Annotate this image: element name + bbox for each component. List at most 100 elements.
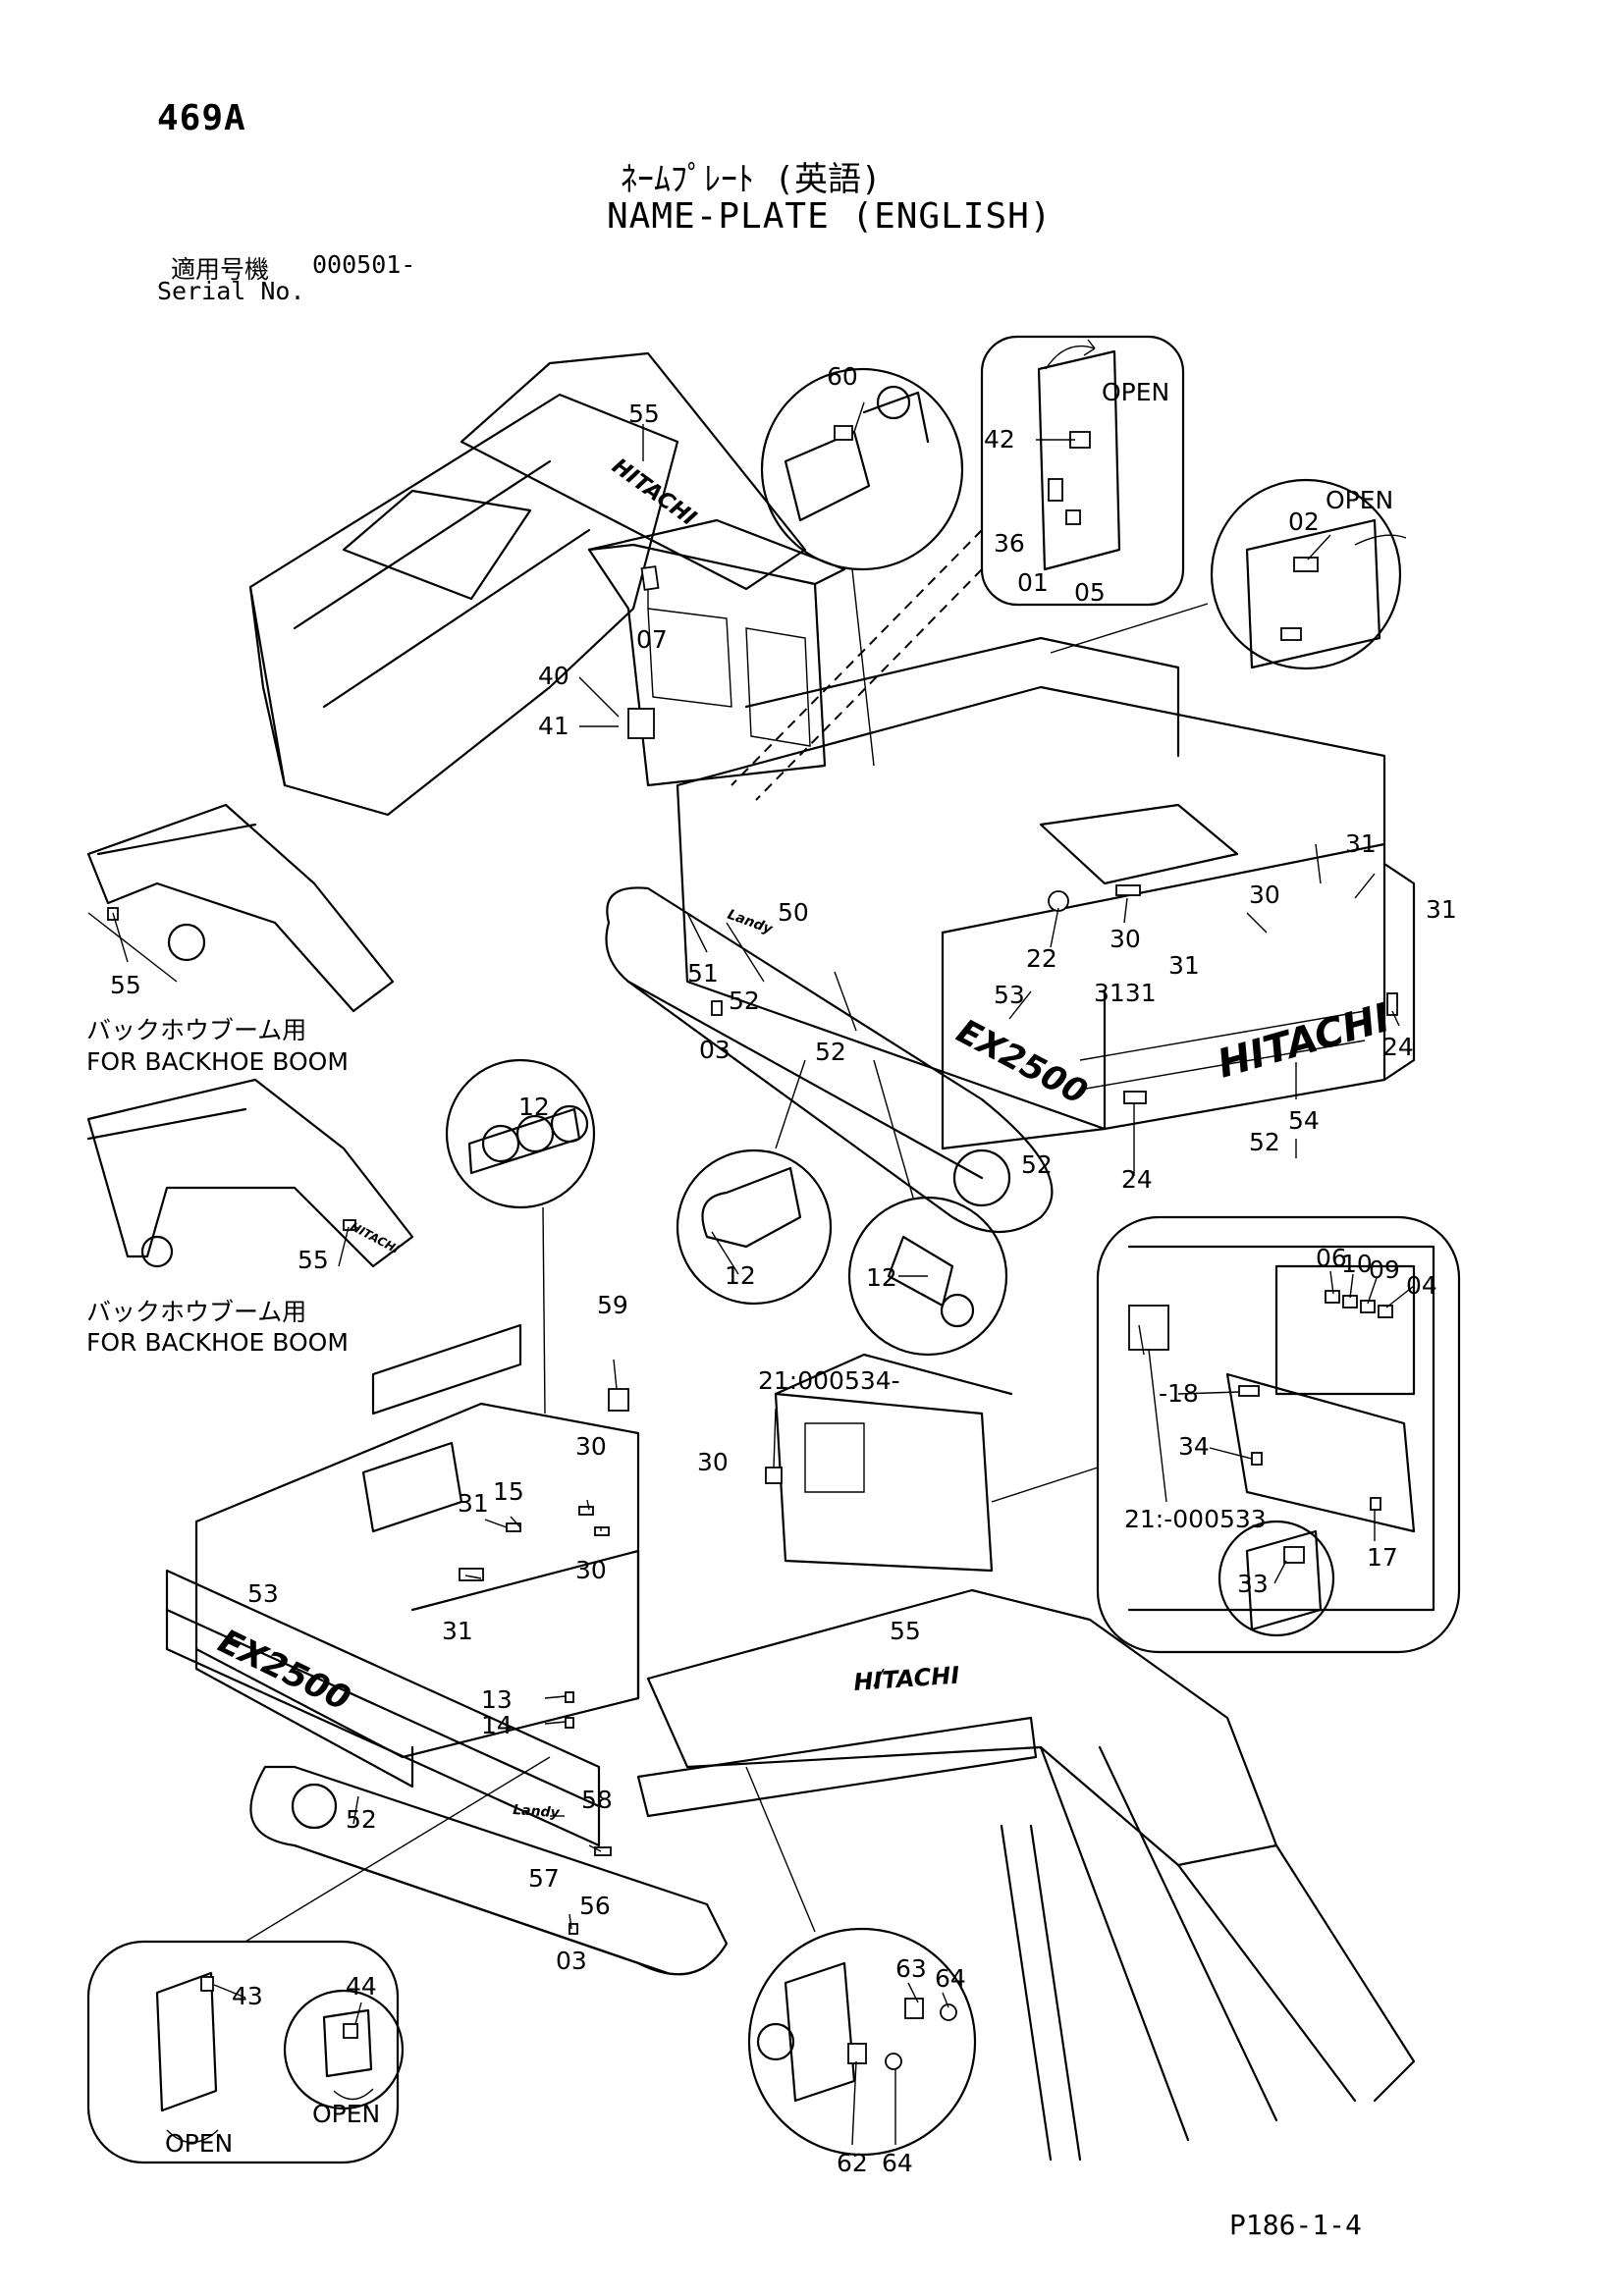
- hitachi-mark-boom-front: HITACHI: [852, 1662, 960, 1696]
- callout-52-front: 52: [346, 1805, 377, 1834]
- detail-cab-interior: [991, 1215, 1461, 1654]
- hitachi-mark-boom: HITACHI: [607, 454, 700, 531]
- callout-13: 13: [481, 1685, 513, 1714]
- callout-06: 06: [1316, 1244, 1347, 1272]
- callout-50: 50: [778, 898, 809, 927]
- callout-30-front-a: 30: [575, 1432, 607, 1461]
- title-english: NAME-PLATE (ENGLISH): [607, 196, 1053, 237]
- callout-36: 36: [994, 529, 1025, 558]
- hitachi-mark-boom-small: HITACHI: [349, 1219, 403, 1256]
- callout-12-b: 12: [725, 1261, 756, 1290]
- serial-label-english: Serial No.: [157, 277, 305, 305]
- title-japanese: ﾈｰﾑﾌﾟﾚｰﾄ (英語): [621, 160, 882, 199]
- callout-24-rear-b: 24: [1121, 1165, 1153, 1194]
- callout-leaders: [112, 401, 1415, 2146]
- detail-lamp-12b: [847, 1059, 1008, 1357]
- callout-40: 40: [538, 662, 569, 690]
- callout-58: 58: [581, 1786, 613, 1814]
- serial-to-label: 21:-000533: [1124, 1505, 1267, 1533]
- backhoe-note-ja-1: バックホウブーム用: [86, 1016, 306, 1044]
- callout-62: 62: [837, 2149, 868, 2177]
- lower-excavator-drawing: EX2500 HITACHI HITACHI Landy: [165, 1219, 1416, 2162]
- callout-55: 55: [628, 400, 660, 428]
- hitachi-mark-counterweight: HITACHI: [1213, 995, 1395, 1088]
- backhoe-note-en-1: FOR BACKHOE BOOM: [86, 1047, 349, 1076]
- callout-55-boom-lower: 55: [298, 1246, 329, 1274]
- model-mark-front: EX2500: [212, 1622, 356, 1719]
- detail-step-60: [760, 367, 964, 767]
- callout-03-rear: 03: [699, 1036, 731, 1064]
- callout-15: 15: [493, 1477, 524, 1506]
- landy-mark-front: Landy: [513, 1802, 561, 1821]
- callout-64-b: 64: [882, 2149, 913, 2177]
- callout-52-rear-d: 52: [1021, 1150, 1053, 1179]
- callout-56: 56: [579, 1892, 611, 1920]
- callout-3131: 3131: [1094, 979, 1157, 1007]
- callout-24-rear-a: 24: [1382, 1033, 1414, 1061]
- serial-label-japanese: 適用号機: [171, 255, 270, 284]
- serial-from-label: 21:000534-: [758, 1366, 900, 1395]
- callout-51: 51: [687, 959, 719, 988]
- callout-63: 63: [895, 1954, 927, 1983]
- detail-inspection-open: [1050, 478, 1407, 670]
- detail-lamps: [445, 1058, 596, 1415]
- callout-31-front-a: 31: [458, 1489, 489, 1518]
- callout-01: 01: [1017, 568, 1049, 597]
- callout-30-rear-b: 30: [1249, 881, 1280, 909]
- backhoe-note-en-2: FOR BACKHOE BOOM: [86, 1328, 349, 1357]
- callout-55-front: 55: [890, 1617, 921, 1645]
- callout-43: 43: [232, 1982, 263, 2010]
- backhoe-note-ja-2: バックホウブーム用: [86, 1298, 306, 1326]
- callout-17: 17: [1367, 1543, 1398, 1572]
- callout-30-rear-a: 30: [1110, 925, 1141, 953]
- detail-panel-open: [731, 335, 1185, 801]
- callout-52-rear-c: 52: [1249, 1128, 1280, 1156]
- callout-31-rear-b: 31: [1426, 895, 1457, 924]
- open-label-cover-b: OPEN: [312, 2100, 380, 2128]
- callout-12-a: 12: [518, 1093, 550, 1121]
- backhoe-boom-detail-lower: [86, 1078, 414, 1268]
- callout-31-rear-c: 31: [1168, 951, 1200, 980]
- open-label-panel: OPEN: [1102, 378, 1169, 406]
- callout-44: 44: [346, 1972, 377, 2001]
- page-number: 469A: [157, 98, 246, 138]
- callout-53-rear: 53: [994, 981, 1025, 1009]
- detail-bolts: [745, 1766, 977, 2157]
- callout-55-boom-upper: 55: [110, 971, 141, 999]
- footer-page-code: P186-1-4: [1229, 2209, 1362, 2241]
- callout-42: 42: [984, 425, 1015, 454]
- model-mark-rear: EX2500: [950, 1012, 1094, 1113]
- callout-53-front: 53: [247, 1579, 279, 1608]
- callout-18: -18: [1159, 1379, 1199, 1408]
- callout-64-a: 64: [935, 1964, 966, 1993]
- open-label-inspection: OPEN: [1326, 486, 1393, 514]
- upper-excavator-drawing: HITACHI HITACHI EX2500 Landy: [248, 351, 1416, 1233]
- callout-54: 54: [1288, 1106, 1320, 1135]
- callout-30-front-c: 30: [575, 1556, 607, 1584]
- detail-open-cover: [86, 1756, 551, 2164]
- callout-12-c: 12: [866, 1263, 897, 1292]
- callout-33: 33: [1237, 1570, 1269, 1598]
- callout-14: 14: [481, 1711, 513, 1739]
- callout-09: 09: [1369, 1255, 1400, 1284]
- detail-lamp-12a: [676, 1059, 833, 1306]
- callout-04: 04: [1406, 1271, 1437, 1300]
- serial-number-range: 000501-: [312, 250, 416, 279]
- callout-05: 05: [1074, 578, 1106, 607]
- callout-numbers: 55 07 40 41 60 42 36 01 05 OPEN 02 OPEN …: [86, 362, 1457, 2177]
- callout-02: 02: [1288, 507, 1320, 536]
- callout-31-rear-a: 31: [1345, 829, 1377, 858]
- callout-22: 22: [1026, 944, 1057, 973]
- callout-34: 34: [1178, 1432, 1210, 1461]
- callout-10: 10: [1341, 1250, 1373, 1278]
- callout-52-rear-b: 52: [815, 1038, 846, 1066]
- callout-03-front: 03: [556, 1947, 587, 1975]
- callout-60: 60: [827, 362, 858, 391]
- callout-07: 07: [636, 625, 668, 654]
- callout-31-front-b: 31: [442, 1617, 473, 1645]
- callout-41: 41: [538, 712, 569, 740]
- callout-30-front-b: 30: [697, 1448, 729, 1476]
- open-label-cover-a: OPEN: [165, 2129, 233, 2158]
- callout-59: 59: [597, 1291, 628, 1319]
